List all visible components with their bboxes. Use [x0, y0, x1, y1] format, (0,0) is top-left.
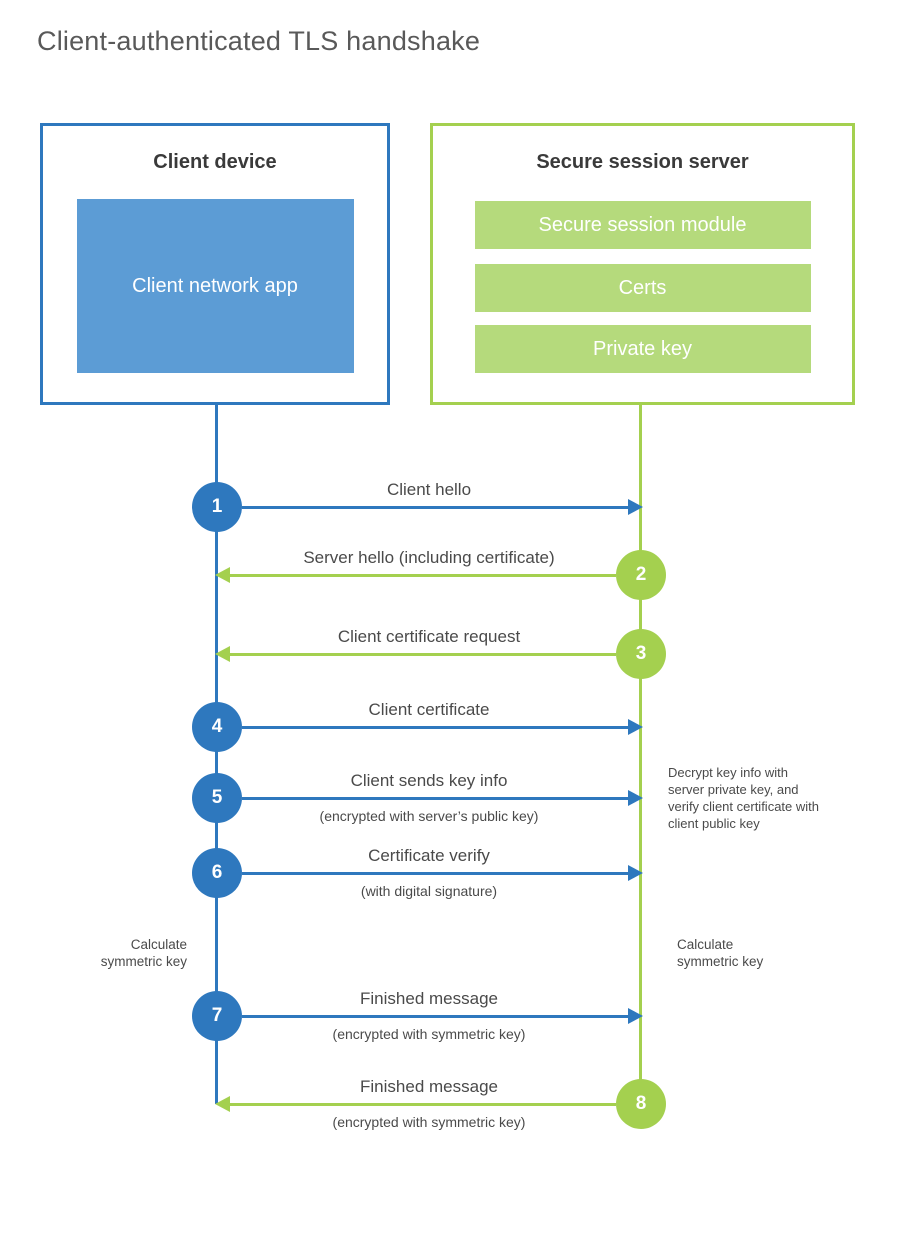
note-decrypt-key-info: Decrypt key info with server private key…	[668, 765, 819, 831]
arrow-left-icon	[215, 646, 230, 662]
server-module-bar: Secure session module	[474, 201, 811, 249]
server-module-bar: Private key	[474, 325, 811, 373]
step-circle-5: 5	[192, 773, 242, 823]
arrow-line	[230, 653, 616, 656]
arrow-right-icon	[628, 865, 643, 881]
secure-session-server-title: Secure session server	[536, 151, 749, 173]
message-label: Finished message	[360, 989, 498, 1008]
step-circle-6: 6	[192, 848, 242, 898]
step-circle-8: 8	[616, 1079, 666, 1129]
message-sublabel: (with digital signature)	[360, 883, 498, 899]
arrow-left-icon	[215, 567, 230, 583]
client-network-app-box: Client network app	[76, 199, 354, 373]
step-circle-7: 7	[192, 991, 242, 1041]
arrow-right-icon	[628, 1008, 643, 1024]
arrow-right-icon	[628, 719, 643, 735]
arrow-line	[242, 797, 629, 800]
note-calculate-symmetric-key-server: Calculate symmetric key	[677, 937, 764, 969]
message-label: Finished message	[360, 1077, 498, 1096]
server-module-bar: Certs	[474, 264, 811, 312]
message-label: Client certificate	[368, 700, 490, 719]
step-circle-1: 1	[192, 482, 242, 532]
message-sublabel: (encrypted with server’s public key)	[319, 808, 539, 824]
step-circle-3: 3	[616, 629, 666, 679]
note-calculate-symmetric-key-client: Calculate symmetric key	[100, 937, 187, 969]
message-sublabel: (encrypted with symmetric key)	[332, 1026, 526, 1042]
arrow-left-icon	[215, 1096, 230, 1112]
arrow-line	[242, 726, 629, 729]
message-label: Client hello	[386, 480, 472, 499]
arrow-right-icon	[628, 790, 643, 806]
arrow-line	[242, 872, 629, 875]
client-device-title: Client device	[153, 151, 277, 173]
client-device-box: Client device Client network app	[40, 123, 390, 405]
arrow-line	[242, 1015, 629, 1018]
message-label: Server hello (including certificate)	[303, 548, 555, 567]
step-circle-4: 4	[192, 702, 242, 752]
server-lifeline	[639, 405, 642, 1104]
arrow-line	[230, 574, 616, 577]
secure-session-server-box: Secure session server Secure session mod…	[430, 123, 855, 405]
message-sublabel: (encrypted with symmetric key)	[332, 1114, 526, 1130]
client-lifeline	[215, 405, 218, 1104]
arrow-line	[230, 1103, 616, 1106]
arrow-line	[242, 506, 629, 509]
message-label: Client sends key info	[350, 771, 508, 790]
client-network-app-label: Client network app	[132, 274, 298, 297]
page-title: Client-authenticated TLS handshake	[37, 26, 481, 56]
arrow-right-icon	[628, 499, 643, 515]
message-label: Client certificate request	[337, 627, 521, 646]
message-label: Certificate verify	[368, 846, 490, 865]
step-circle-2: 2	[616, 550, 666, 600]
